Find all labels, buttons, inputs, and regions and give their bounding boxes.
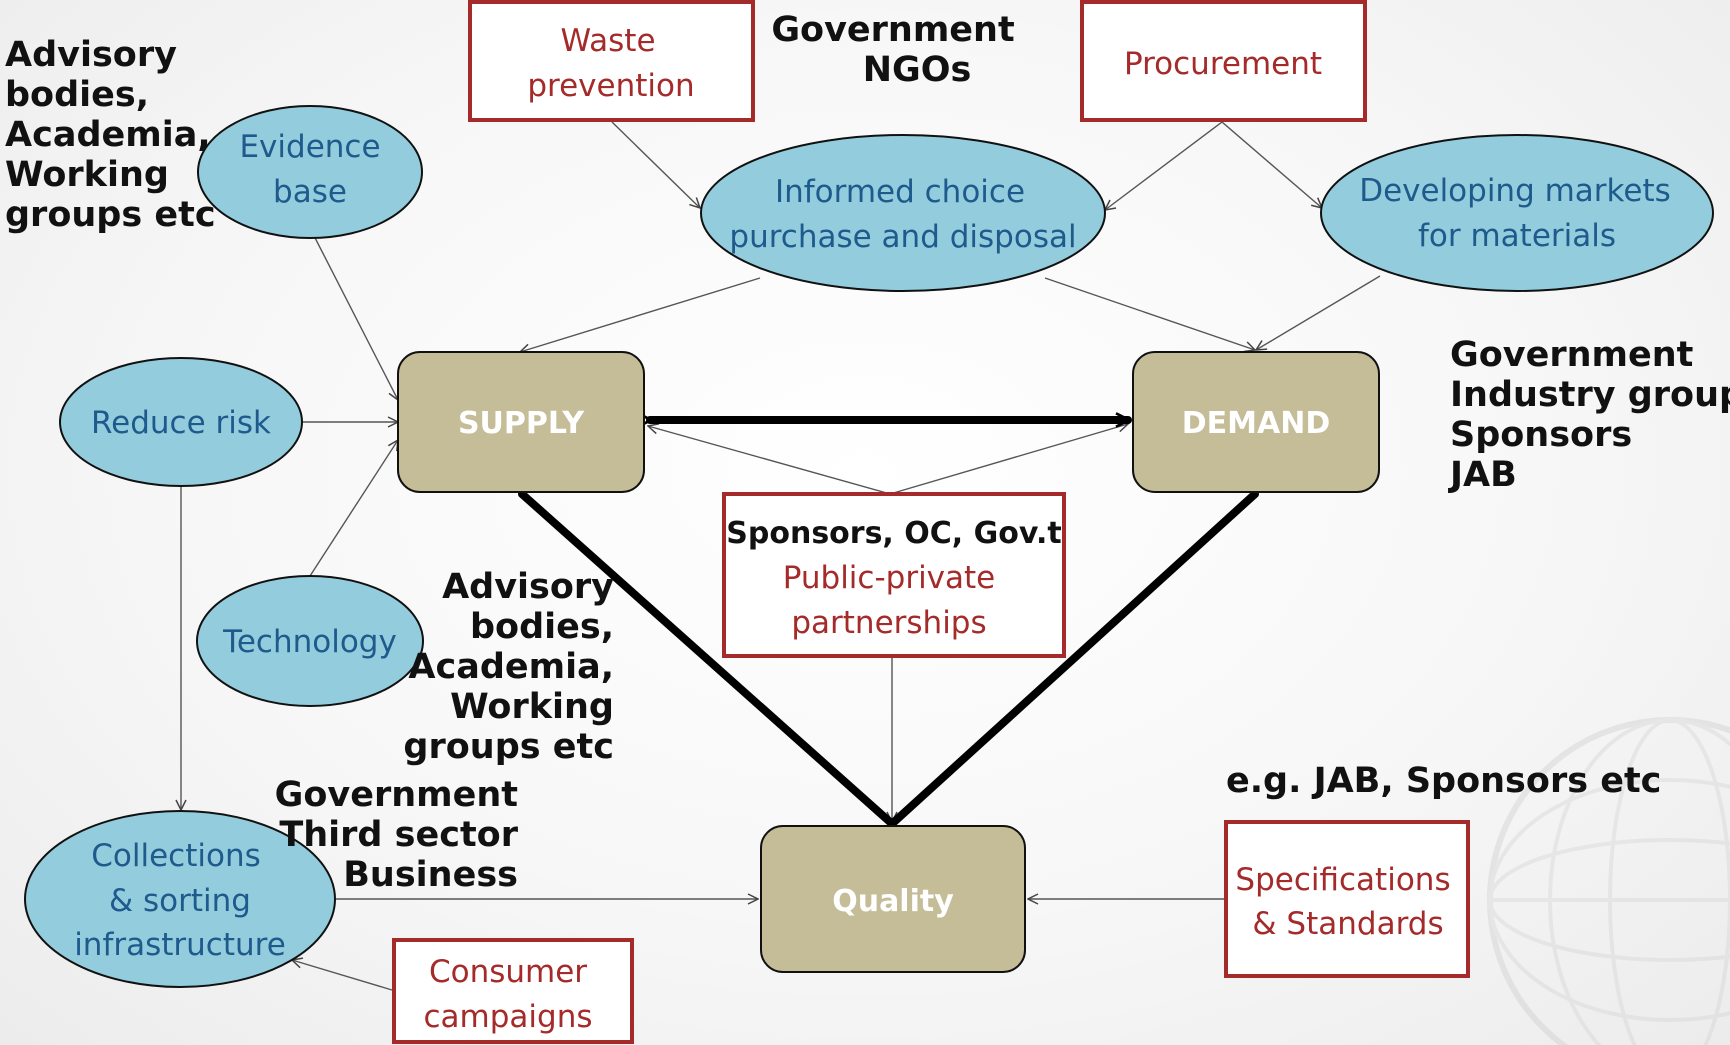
gov-ngos-line-1: Government — [771, 10, 1014, 50]
collections-line-2: & sorting — [109, 883, 251, 919]
arrow-procurement-to-informed — [1105, 121, 1223, 210]
node-quality: Quality — [760, 825, 1026, 973]
advisory-c-line-2: bodies, — [470, 607, 614, 647]
advisory-c-line-4: Working — [450, 687, 614, 727]
label-government-ngos: Government NGOs — [771, 10, 1014, 90]
developing-markets-line-2: for materials — [1418, 218, 1616, 254]
box-public-private: Sponsors, OC, Gov.t Public-private partn… — [722, 492, 1066, 658]
ellipse-reduce-risk: Reduce risk — [59, 357, 303, 487]
arrow-ppp-to-demand — [889, 424, 1128, 495]
consumer-campaigns-line-1: Consumer — [429, 954, 587, 990]
label-government-industry: Government Industry groups Sponsors JAB — [1448, 335, 1730, 495]
arrow-procurement-to-markets — [1221, 121, 1322, 208]
gov-industry-line-1: Government — [1450, 335, 1693, 375]
advisory-c-line-5: groups etc — [403, 727, 614, 767]
arrow-technology-to-supply — [309, 440, 398, 577]
arrow-campaigns-to-collections — [292, 960, 393, 991]
collections-line-3: infrastructure — [74, 927, 286, 963]
procurement-label: Procurement — [1124, 46, 1322, 82]
reduce-risk-label: Reduce risk — [91, 405, 271, 441]
ellipse-evidence-base: Evidence base — [197, 105, 423, 239]
ellipse-technology: Technology — [196, 575, 424, 707]
arrow-ppp-to-supply — [648, 426, 891, 495]
advisory-c-line-1: Advisory — [442, 567, 614, 607]
box-waste-prevention: Waste prevention — [468, 0, 755, 122]
arrow-informed-to-supply — [520, 277, 761, 352]
node-demand: DEMAND — [1132, 351, 1380, 493]
gov-third-line-2: Third sector — [279, 815, 518, 855]
waste-prevention-line-1: Waste — [560, 23, 655, 59]
node-supply: SUPPLY — [397, 351, 645, 493]
thick-supply-quality — [518, 490, 894, 826]
arrow-waste-to-informed — [611, 121, 700, 208]
advisory-tl-line-1: Advisory — [5, 35, 177, 75]
collections-line-1: Collections — [91, 838, 261, 874]
demand-label: DEMAND — [1182, 406, 1330, 441]
consumer-campaigns-line-2: campaigns — [423, 999, 592, 1035]
gov-industry-line-4: JAB — [1448, 455, 1517, 495]
thin-arrows — [181, 121, 1381, 991]
evidence-base-line-1: Evidence — [239, 129, 380, 165]
arrow-evidence-to-supply — [309, 227, 398, 400]
informed-choice-line-2: purchase and disposal — [729, 219, 1076, 255]
supply-label: SUPPLY — [458, 406, 585, 441]
gov-ngos-line-2: NGOs — [863, 50, 972, 90]
gov-industry-line-3: Sponsors — [1450, 415, 1632, 455]
advisory-tl-line-2: bodies, — [5, 75, 149, 115]
specifications-line-1: Specifications — [1235, 862, 1450, 898]
specifications-line-2: & Standards — [1252, 906, 1443, 942]
box-consumer-campaigns: Consumer campaigns — [392, 938, 634, 1044]
ellipse-developing-markets: Developing markets for materials — [1320, 134, 1714, 292]
globe-watermark — [1487, 717, 1730, 1045]
gov-industry-line-2: Industry groups — [1450, 375, 1730, 415]
thick-demand-quality — [890, 490, 1259, 826]
ppp-line-2: partnerships — [791, 605, 986, 641]
waste-prevention-line-2: prevention — [527, 68, 694, 104]
ppp-header: Sponsors, OC, Gov.t — [726, 516, 1061, 551]
box-procurement: Procurement — [1080, 0, 1367, 122]
informed-choice-line-1: Informed choice — [775, 174, 1025, 210]
evidence-base-line-2: base — [273, 174, 347, 210]
label-eg-jab: e.g. JAB, Sponsors etc — [1226, 761, 1661, 801]
advisory-tl-line-5: groups etc — [5, 195, 216, 235]
arrow-informed-to-demand — [1044, 277, 1255, 350]
technology-label: Technology — [222, 624, 397, 660]
advisory-c-line-3: Academia, — [408, 647, 614, 687]
label-advisory-top-left: Advisory bodies, Academia, Working group… — [5, 35, 216, 235]
quality-label: Quality — [832, 884, 954, 919]
developing-markets-line-1: Developing markets — [1359, 173, 1671, 209]
ellipse-informed-choice: Informed choice purchase and disposal — [700, 134, 1106, 292]
gov-third-line-1: Government — [275, 775, 518, 815]
thick-connectors — [518, 420, 1259, 826]
advisory-tl-line-3: Academia, — [5, 115, 211, 155]
label-advisory-center: Advisory bodies, Academia, Working group… — [403, 567, 614, 767]
arrow-markets-to-demand — [1256, 275, 1381, 350]
ellipse-collections: Collections & sorting infrastructure — [24, 810, 336, 988]
ppp-line-1: Public-private — [783, 560, 996, 596]
advisory-tl-line-4: Working — [5, 155, 169, 195]
box-specifications: Specifications & Standards — [1224, 820, 1470, 978]
gov-third-line-3: Business — [343, 855, 518, 895]
label-government-third-sector: Government Third sector Business — [275, 775, 519, 895]
